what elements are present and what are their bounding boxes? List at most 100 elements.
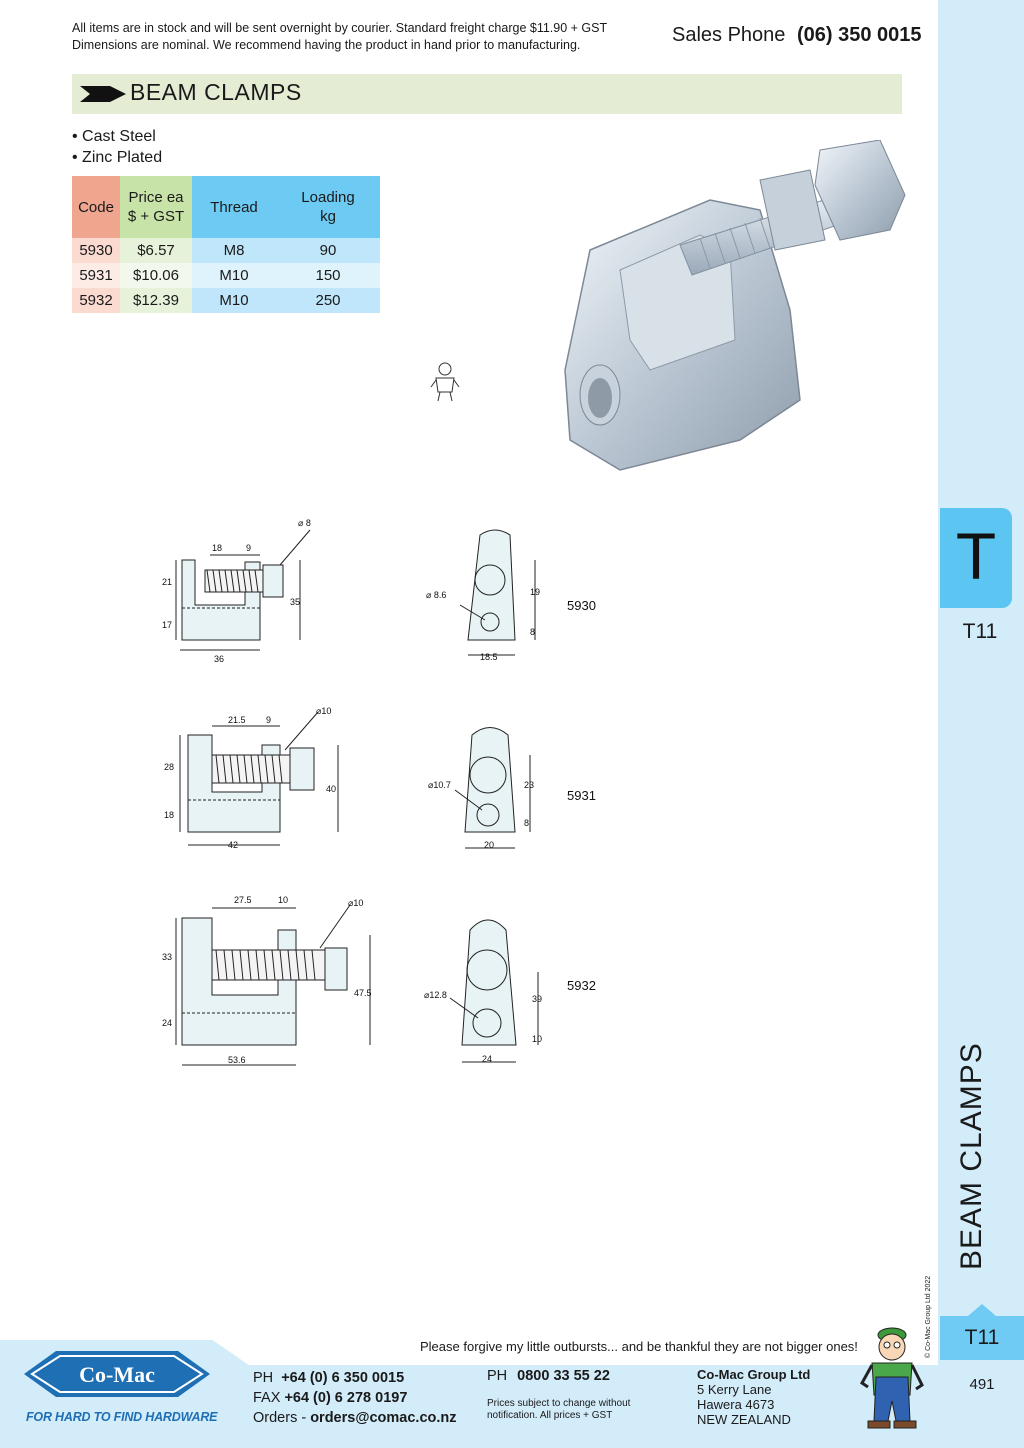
page-number: 491 bbox=[969, 1376, 995, 1393]
header-code: Code bbox=[72, 176, 120, 238]
dim-bolt: ⌀10 bbox=[316, 706, 331, 716]
orders-label: Orders - bbox=[253, 1410, 311, 1426]
dim-side-h2: 8 bbox=[524, 818, 529, 828]
feature-item: • Cast Steel bbox=[72, 128, 156, 145]
section-tab[interactable] bbox=[940, 508, 1012, 608]
header-price: Price ea $ + GST bbox=[120, 176, 192, 238]
header-price-line1: Price ea bbox=[128, 189, 184, 206]
cell-loading: 250 bbox=[276, 288, 380, 313]
freephone-label: PH bbox=[487, 1368, 508, 1384]
table-row: 5931 $10.06 M10 150 bbox=[72, 263, 380, 288]
fax-label: FAX bbox=[253, 1390, 281, 1406]
cell-thread: M10 bbox=[192, 288, 276, 313]
drawing-5930: 18 9 ⌀ 8 21 17 35 36 ⌀ 8.6 19 8 18.5 593… bbox=[162, 518, 596, 664]
vertical-section-title: BEAM CLAMPS bbox=[955, 1042, 988, 1270]
dim-top-b: 10 bbox=[278, 895, 288, 905]
dim-hole: ⌀12.8 bbox=[424, 990, 447, 1000]
dim-top-a: 21.5 bbox=[228, 715, 246, 725]
header-price-line2: $ + GST bbox=[127, 208, 185, 225]
dim-side-h1: 39 bbox=[532, 994, 542, 1004]
freephone-value[interactable]: 0800 33 55 22 bbox=[517, 1368, 610, 1384]
cell-code: 5932 bbox=[72, 288, 120, 313]
mascot-icon bbox=[860, 1327, 924, 1429]
dim-top-b: 9 bbox=[246, 543, 251, 553]
side-rail bbox=[938, 0, 1024, 1448]
feature-item: • Zinc Plated bbox=[72, 149, 163, 166]
dim-side-h2: 8 bbox=[530, 627, 535, 637]
dim-side-w: 18.5 bbox=[480, 652, 498, 662]
notice-line-2: Dimensions are nominal. We recommend hav… bbox=[72, 38, 581, 52]
logo-text: Co-Mac bbox=[79, 1362, 155, 1387]
beam-clamp-photo bbox=[564, 140, 906, 471]
tagline: FOR HARD TO FIND HARDWARE bbox=[26, 1410, 218, 1424]
section-tab-letter: T bbox=[955, 519, 997, 593]
dim-bolt: ⌀ 8 bbox=[298, 518, 311, 528]
cell-code: 5930 bbox=[72, 238, 120, 263]
table-row: 5930 $6.57 M8 90 bbox=[72, 238, 380, 263]
dim-h-top: 28 bbox=[164, 762, 174, 772]
phone-value[interactable]: +64 (0) 6 350 0015 bbox=[281, 1370, 405, 1386]
notice-line-1: All items are in stock and will be sent … bbox=[72, 21, 608, 35]
dim-side-h2: 10 bbox=[532, 1034, 542, 1044]
cell-code: 5931 bbox=[72, 263, 120, 288]
shipping-notice: All items are in stock and will be sent … bbox=[72, 20, 642, 54]
cell-loading: 90 bbox=[276, 238, 380, 263]
arrow-icon bbox=[80, 86, 126, 102]
sales-phone-number[interactable]: (06) 350 0015 bbox=[796, 24, 922, 46]
phone-line: PH +64 (0) 6 350 0015 bbox=[253, 1368, 457, 1388]
drawing-5932: 27.5 10 ⌀10 33 24 47.5 53.6 ⌀12.8 39 10 … bbox=[162, 895, 596, 1066]
address-line: NEW ZEALAND bbox=[697, 1412, 791, 1427]
comac-logo[interactable]: Co-Mac bbox=[24, 1345, 210, 1403]
drawing-code: 5932 bbox=[567, 978, 596, 993]
bottom-tab-code: T11 bbox=[964, 1326, 1000, 1349]
dim-h-bottom: 17 bbox=[162, 620, 172, 630]
cell-loading: 150 bbox=[276, 263, 380, 288]
cell-price: $12.39 bbox=[120, 288, 192, 313]
dim-width: 53.6 bbox=[228, 1055, 246, 1065]
dim-h-total: 35 bbox=[290, 597, 300, 607]
cell-price: $10.06 bbox=[120, 263, 192, 288]
drawing-5931: 21.5 9 ⌀10 28 18 40 42 ⌀10.7 23 8 20 593… bbox=[164, 706, 596, 850]
price-disclaimer: Prices subject to change without notific… bbox=[487, 1398, 647, 1422]
dim-top-a: 18 bbox=[212, 543, 222, 553]
table-row: 5932 $12.39 M10 250 bbox=[72, 288, 380, 313]
drawing-code: 5930 bbox=[567, 598, 596, 613]
dim-bolt: ⌀10 bbox=[348, 898, 363, 908]
dim-side-h1: 23 bbox=[524, 780, 534, 790]
dim-top-b: 9 bbox=[266, 715, 271, 725]
dim-width: 36 bbox=[214, 654, 224, 664]
contact-block: PH +64 (0) 6 350 0015 FAX +64 (0) 6 278 … bbox=[253, 1368, 457, 1428]
dim-top-a: 27.5 bbox=[234, 895, 252, 905]
orders-email[interactable]: orders@comac.co.nz bbox=[310, 1410, 457, 1426]
disclaimer-line-1: Prices subject to change without bbox=[487, 1398, 631, 1409]
disclaimer-line-2: notification. All prices + GST bbox=[487, 1410, 613, 1421]
section-title-bar bbox=[72, 74, 902, 114]
dim-h-bottom: 18 bbox=[164, 810, 174, 820]
bottom-tab-notch bbox=[968, 1304, 996, 1316]
drawing-code: 5931 bbox=[567, 788, 596, 803]
dim-h-total: 47.5 bbox=[354, 988, 372, 998]
feature-list: • Cast Steel • Zinc Plated bbox=[72, 126, 162, 168]
section-title: BEAM CLAMPS bbox=[130, 79, 302, 105]
company-address: Co-Mac Group Ltd 5 Kerry Lane Hawera 467… bbox=[697, 1367, 810, 1427]
header-thread: Thread bbox=[192, 176, 276, 238]
fax-value: +64 (0) 6 278 0197 bbox=[284, 1390, 408, 1406]
phone-label: PH bbox=[253, 1370, 274, 1386]
dim-width: 42 bbox=[228, 840, 238, 850]
header-loading-line2: kg bbox=[320, 208, 336, 225]
dim-h-bottom: 24 bbox=[162, 1018, 172, 1028]
bottom-tab bbox=[940, 1316, 1024, 1360]
freephone-line: PH 0800 33 55 22 bbox=[487, 1368, 610, 1384]
dim-h-top: 33 bbox=[162, 952, 172, 962]
orders-line: Orders - orders@comac.co.nz bbox=[253, 1408, 457, 1428]
dim-side-w: 20 bbox=[484, 840, 494, 850]
mascot-small-icon bbox=[430, 362, 460, 402]
dim-h-top: 21 bbox=[162, 577, 172, 587]
dim-hole: ⌀10.7 bbox=[428, 780, 451, 790]
dim-side-w: 24 bbox=[482, 1054, 492, 1064]
section-tab-code: T11 bbox=[962, 620, 998, 643]
dim-hole: ⌀ 8.6 bbox=[426, 590, 446, 600]
